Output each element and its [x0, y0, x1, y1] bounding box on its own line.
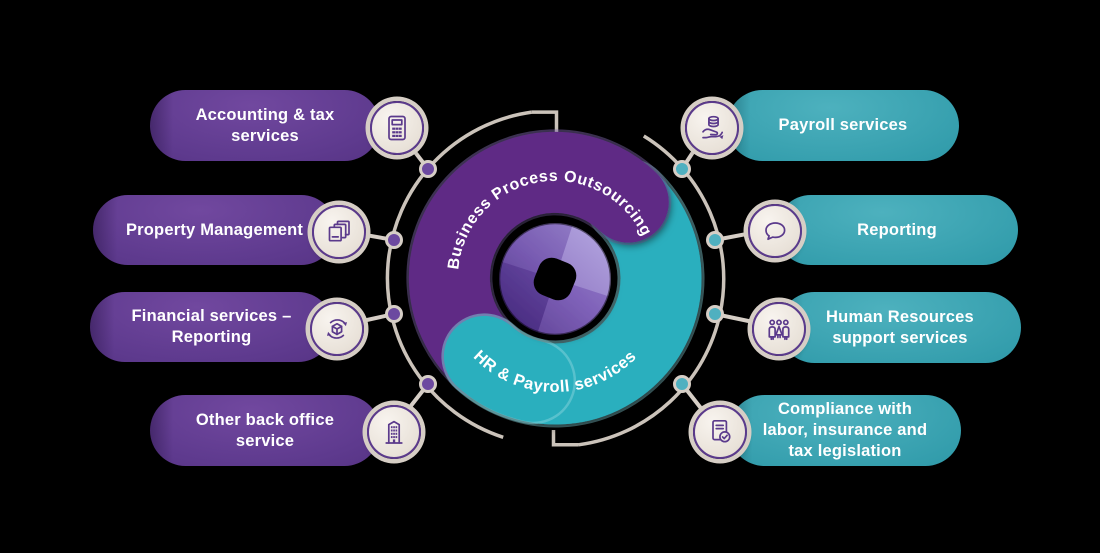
pill-label: Other back office service — [195, 410, 335, 450]
outer-ring-left-arc — [385, 110, 532, 439]
connector-dots — [385, 160, 724, 393]
pill-compliance-legislation: Compliance with labor, insurance and tax… — [729, 395, 961, 466]
pill-label: Property Management — [125, 220, 304, 239]
pill-label: Accounting & tax services — [195, 105, 335, 145]
pill-financial-services-reporting: Financial services – Reporting — [90, 292, 333, 362]
pill-property-management: Property Management — [93, 195, 336, 265]
pill-label: Payroll services — [778, 116, 908, 134]
connector-dot-purple — [385, 231, 403, 249]
swirl-logo — [497, 221, 613, 337]
cube-sync-icon — [310, 302, 364, 356]
donut-purple-segment — [408, 131, 669, 399]
people-icon — [752, 302, 806, 356]
connector-dot-purple — [385, 305, 403, 323]
document-check-icon — [693, 405, 747, 459]
connector-dot-teal — [673, 160, 691, 178]
speech-bubble-icon — [748, 204, 802, 258]
connector-dot-teal — [706, 231, 724, 249]
documents-icon — [312, 205, 366, 259]
donut-teal-cap — [443, 315, 574, 422]
pill-label: Reporting — [857, 220, 937, 239]
connector-dot-teal — [706, 305, 724, 323]
pill-label: Financial services – Reporting — [131, 307, 292, 346]
pill-label: Human Resources support services — [826, 307, 974, 347]
donut — [406, 129, 705, 428]
swirl-outline — [497, 221, 613, 337]
connector-dot-teal — [673, 375, 691, 393]
pill-payroll-services: Payroll services — [727, 90, 959, 161]
outer-ring-top-step — [531, 110, 559, 135]
pill-label: Compliance with labor, insurance and tax… — [762, 400, 928, 460]
swirl-hole — [533, 257, 577, 301]
pill-human-resources-support-services: Human Resources support services — [779, 292, 1021, 363]
pill-reporting: Reporting — [776, 195, 1018, 265]
connector-dot-purple — [419, 375, 437, 393]
pill-other-back-office-service: Other back office service — [150, 395, 380, 466]
building-icon — [367, 405, 421, 459]
pill-accounting-tax-services: Accounting & tax services — [150, 90, 380, 161]
outer-ring-bottom-step — [551, 430, 579, 447]
coins-hand-icon — [685, 101, 739, 155]
connector-dot-purple — [419, 160, 437, 178]
calculator-icon — [370, 101, 424, 155]
